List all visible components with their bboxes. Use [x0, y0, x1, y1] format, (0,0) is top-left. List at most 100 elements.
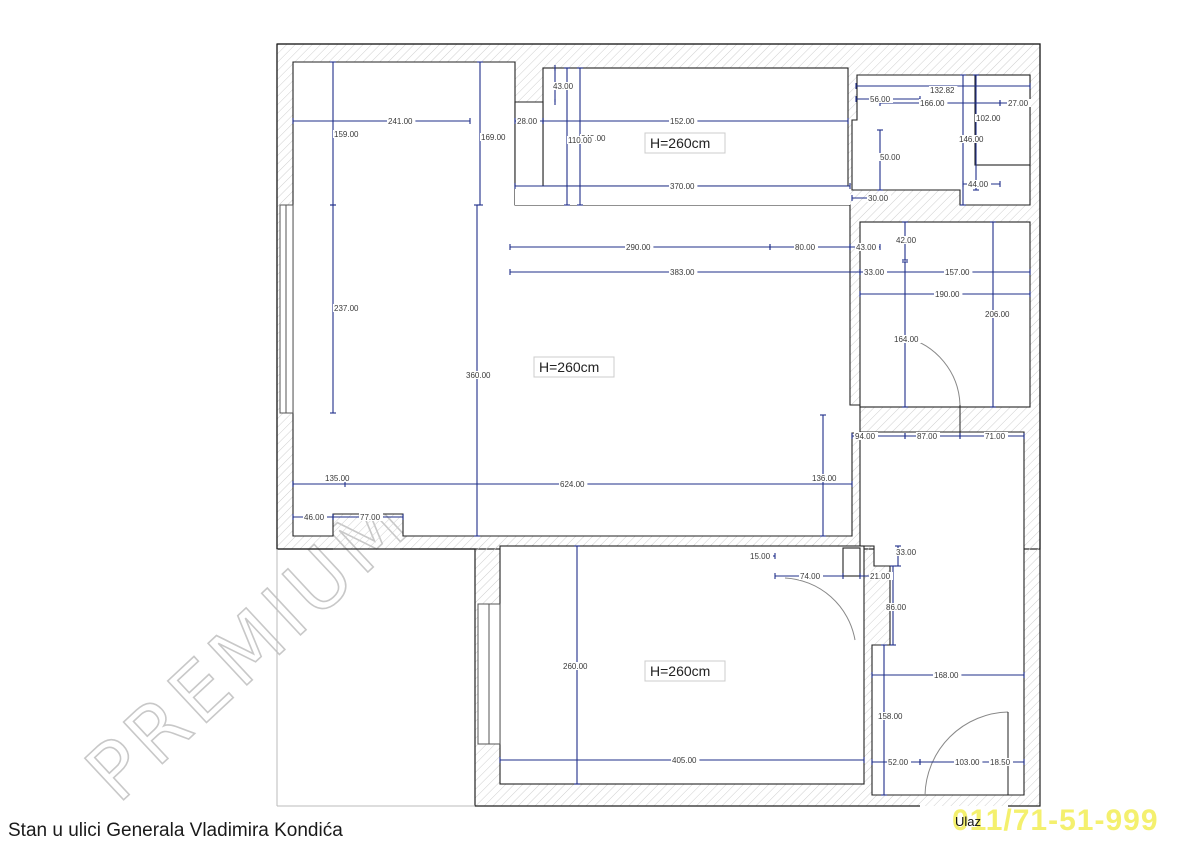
- dimension-label: 135.00: [325, 474, 350, 483]
- dimension-label-bg: [879, 153, 903, 161]
- dimension-label-bg: [954, 758, 983, 766]
- dimension-label-bg: [975, 114, 1004, 122]
- dimension-label-bg: [516, 117, 540, 125]
- dimension-label: 56.00: [870, 95, 891, 104]
- room-height-label: H=260cm: [650, 663, 710, 679]
- dimension-label-bg: [811, 474, 840, 482]
- plan-caption: Stan u ulici Generala Vladimira Kondića: [8, 820, 343, 841]
- dimension-label: 110.00: [568, 136, 592, 145]
- dimension-label: 80.00: [795, 243, 816, 252]
- dimension-label-bg: [465, 371, 494, 379]
- dimension-label: 86.00: [886, 603, 907, 612]
- dimension-label-bg: [669, 268, 698, 276]
- dimension-label-bg: [799, 572, 823, 580]
- dimension-label: 46.00: [304, 513, 325, 522]
- dimension-label-bg: [863, 268, 887, 276]
- dimension-label: 28.00: [517, 117, 538, 126]
- dimension-label-bg: [944, 268, 973, 276]
- entrance-label: Ulaz: [955, 814, 982, 829]
- dimension-label-bg: [669, 182, 698, 190]
- dimension-label: 370.00: [670, 182, 695, 191]
- dimension-label: 383.00: [670, 268, 695, 277]
- dimension-labels: 241.00159.00169.0028.0043.00342.00152.00…: [303, 82, 1031, 767]
- dimension-label: 87.00: [917, 432, 938, 441]
- dimension-label: 33.00: [864, 268, 885, 277]
- room-height-labels: H=260cm H=260cm H=260cm: [533, 132, 726, 682]
- dimension-label-bg: [984, 310, 1013, 318]
- dimension-label: 166.00: [920, 99, 945, 108]
- dimension-label-bg: [893, 335, 922, 343]
- dimension-label-bg: [559, 480, 588, 488]
- dimension-label-bg: [333, 130, 362, 138]
- dimension-label-bg: [562, 662, 591, 670]
- dimension-label: 158.00: [878, 712, 903, 721]
- dimension-label-bg: [869, 572, 893, 580]
- dimension-label-bg: [984, 432, 1008, 440]
- dimension-label: 74.00: [800, 572, 821, 581]
- dimension-label-bg: [669, 117, 698, 125]
- dimension-label-bg: [625, 243, 654, 251]
- dimension-label-bg: [854, 432, 878, 440]
- dimension-label: 18.50: [990, 758, 1011, 767]
- dimension-label: 237.00: [334, 304, 359, 313]
- dimension-label-bg: [749, 552, 773, 560]
- dimension-label: 30.00: [868, 194, 889, 203]
- dimension-label-bg: [885, 603, 909, 611]
- dimension-label-bg: [387, 117, 416, 125]
- dimension-label: 169.00: [481, 133, 506, 142]
- dimension-label-bg: [480, 133, 509, 141]
- dimension-label-bg: [324, 474, 353, 482]
- dimension-label: 21.00: [870, 572, 891, 581]
- dimension-label: 241.00: [388, 117, 413, 126]
- dimension-label-bg: [671, 756, 700, 764]
- dimension-label: 27.00: [1008, 99, 1029, 108]
- dimension-label: 50.00: [880, 153, 901, 162]
- dimension-label: 164.00: [894, 335, 919, 344]
- dimension-label-bg: [855, 243, 879, 251]
- dimension-label-bg: [967, 180, 991, 188]
- dimension-label: 71.00: [985, 432, 1006, 441]
- dimension-label: 43.00: [856, 243, 877, 252]
- dimension-label: 405.00: [672, 756, 697, 765]
- dimension-label-bg: [869, 95, 893, 103]
- dimension-label-bg: [887, 758, 911, 766]
- dimension-label: 360.00: [466, 371, 491, 380]
- dimension-label-bg: [794, 243, 818, 251]
- dimension-label-bg: [359, 513, 383, 521]
- dimension-label: 146.00: [959, 135, 984, 144]
- dimension-label-bg: [895, 236, 919, 244]
- rooms: [292, 61, 1031, 796]
- dimension-label: 157.00: [945, 268, 970, 277]
- dimension-label-bg: [1007, 99, 1031, 107]
- windows: [279, 204, 501, 745]
- dimension-label: 152.00: [670, 117, 695, 126]
- phone-number: 011/71-51-999: [952, 804, 1159, 837]
- dimension-label: 290.00: [626, 243, 651, 252]
- dimension-label-bg: [958, 135, 987, 143]
- room-height-label: H=260cm: [539, 359, 599, 375]
- dimension-label: 103.00: [955, 758, 980, 767]
- dimension-label-bg: [567, 136, 596, 144]
- dimension-label: 260.00: [563, 662, 588, 671]
- dimension-label-bg: [929, 86, 958, 94]
- dimension-label-bg: [895, 548, 919, 556]
- dimension-label: 44.00: [968, 180, 989, 189]
- dimension-label: 136.00: [812, 474, 837, 483]
- dimension-label-bg: [333, 304, 362, 312]
- dimension-label-bg: [552, 82, 576, 90]
- dimension-label: 15.00: [750, 552, 771, 561]
- dimension-label-bg: [867, 194, 891, 202]
- dimension-label-bg: [916, 432, 940, 440]
- room-height-label: H=260cm: [650, 135, 710, 151]
- dimension-label-bg: [877, 712, 906, 720]
- dimension-label: 190.00: [935, 290, 960, 299]
- dimension-label: 77.00: [360, 513, 381, 522]
- dimension-label-bg: [303, 513, 327, 521]
- dimension-label-bg: [919, 99, 948, 107]
- dimension-label: 132.82: [930, 86, 955, 95]
- dimension-label: 33.00: [896, 548, 917, 557]
- dimension-label: 52.00: [888, 758, 909, 767]
- dimension-label: 102.00: [976, 114, 1001, 123]
- dimension-label-bg: [989, 758, 1013, 766]
- dimension-label: 624.00: [560, 480, 585, 489]
